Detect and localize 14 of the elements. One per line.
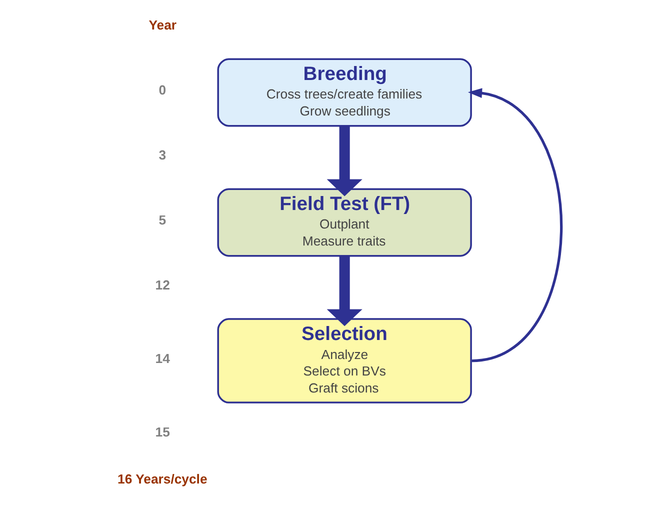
label: 14 (154, 350, 170, 366)
label: 15 (154, 424, 170, 440)
node-box: Field Test (FT) Outplant Measure traits (216, 188, 472, 257)
arrow (326, 256, 362, 326)
arrow (467, 88, 562, 362)
label: 16 Years/cycle (117, 472, 207, 487)
label: Year (148, 18, 176, 33)
label: 12 (154, 278, 170, 293)
node-box: Breeding Cross trees/create families Grow seedlings (216, 58, 472, 127)
label: 3 (158, 148, 166, 163)
label: 0 (158, 82, 166, 98)
label: 5 (158, 212, 166, 228)
arrow (326, 126, 362, 196)
node-box: Selection Analyze Select on BVs Graft scions (216, 318, 472, 404)
